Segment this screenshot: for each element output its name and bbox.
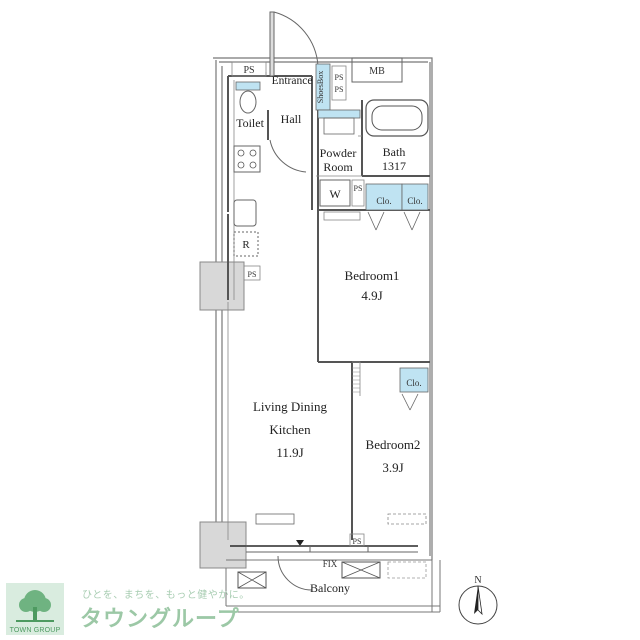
- balcony-label: Balcony: [310, 581, 350, 595]
- closet-2: [401, 183, 429, 211]
- fridge-box: [233, 231, 259, 257]
- sash-window: [246, 545, 418, 553]
- bath-label: Bath: [383, 145, 406, 159]
- hall-door[interactable]: [269, 139, 307, 173]
- ps-entrance-box: [331, 65, 347, 101]
- stove-icon: [233, 145, 261, 173]
- ps-balcony-label: PS: [353, 537, 362, 546]
- window-bedroom1: [323, 211, 361, 221]
- closet-bed2-doors[interactable]: [401, 393, 419, 411]
- north-compass-icon: [458, 585, 498, 625]
- sink-icon: [323, 117, 355, 135]
- bedroom2-label: Bedroom2: [366, 437, 421, 452]
- ldk-area: 11.9J: [276, 445, 303, 460]
- ldk-label-2: Kitchen: [269, 422, 311, 437]
- ps-wash-label: PS: [354, 184, 363, 193]
- outdoor-unit-1: [237, 571, 267, 589]
- structural-columns: [199, 261, 247, 569]
- ps-kitchen-label: PS: [248, 270, 257, 279]
- bedroom2-area: 3.9J: [382, 460, 403, 475]
- kitchen-sink-icon: [233, 199, 257, 227]
- shoes-box-label: ShoesBox: [316, 71, 325, 103]
- mb-label: MB: [369, 66, 385, 77]
- fix-label: FIX: [323, 559, 338, 569]
- bedroom1-area: 4.9J: [361, 288, 382, 303]
- balcony-area: [225, 559, 441, 613]
- mb-box: [351, 57, 403, 83]
- ps-top-label: PS: [243, 65, 254, 76]
- interior-walls: [227, 75, 430, 547]
- hall-label: Hall: [281, 112, 302, 126]
- ps-entrance-label-2: PS: [335, 85, 344, 94]
- brand-name: タウングループ: [80, 607, 240, 632]
- closet-2-label: Clo.: [407, 196, 422, 206]
- outdoor-unit-2-cross: [341, 561, 381, 579]
- vent-bedroom2: [387, 513, 427, 525]
- town-group-logo: TOWN GROUP: [6, 583, 64, 635]
- fridge-label: R: [242, 239, 250, 251]
- bathtub-inner: [371, 105, 423, 131]
- closet-bed2: [399, 367, 429, 393]
- bathtub-icon: [365, 99, 429, 137]
- toilet-label: Toilet: [236, 116, 264, 130]
- entry-arrow-icon: [296, 540, 304, 546]
- washer-box: [319, 179, 351, 207]
- outdoor-unit-1-cross: [237, 571, 267, 589]
- burner-icons: [237, 149, 257, 169]
- detail-lines: [227, 72, 362, 540]
- ps-kitchen-box: [243, 265, 261, 281]
- exterior-walls: [213, 57, 433, 560]
- washer-label: W: [329, 187, 341, 201]
- north-label: N: [474, 575, 481, 586]
- toilet-tank: [235, 81, 261, 91]
- toilet-bowl-icon: [239, 90, 257, 114]
- outdoor-unit-3: [387, 561, 427, 579]
- bedroom1-label: Bedroom1: [345, 268, 400, 283]
- powder-room-label-1: Powder: [320, 146, 357, 160]
- brand-block: TOWN GROUP ひとを、まちを、もっと健やかに。 タウングループ: [0, 583, 300, 640]
- vanity-counter: [317, 109, 361, 119]
- balcony-door[interactable]: [277, 555, 313, 591]
- tree-icon: [16, 590, 54, 622]
- bath-size-label: 1317: [382, 159, 406, 173]
- closet-doors[interactable]: [367, 211, 421, 231]
- ps-balcony-box: [349, 533, 365, 547]
- ps-wash-box: [351, 179, 365, 207]
- ldk-label-1: Living Dining: [253, 399, 328, 414]
- closet-1: [365, 183, 403, 211]
- ps-entrance-label: PS: [335, 73, 344, 82]
- outdoor-unit-2: [341, 561, 381, 579]
- entrance-door[interactable]: [269, 11, 319, 77]
- logo-text: TOWN GROUP: [9, 627, 61, 634]
- powder-room-label-2: Room: [323, 160, 353, 174]
- sliding-partition: [352, 367, 360, 393]
- vent-ldk: [255, 513, 295, 525]
- entrance-label: Entrance: [272, 75, 313, 87]
- closet-1-label: Clo.: [376, 196, 391, 206]
- brand-tagline: ひとを、まちを、もっと健やかに。: [82, 590, 250, 601]
- ps-top-box: [231, 61, 267, 77]
- closet-bed2-label: Clo.: [406, 378, 421, 388]
